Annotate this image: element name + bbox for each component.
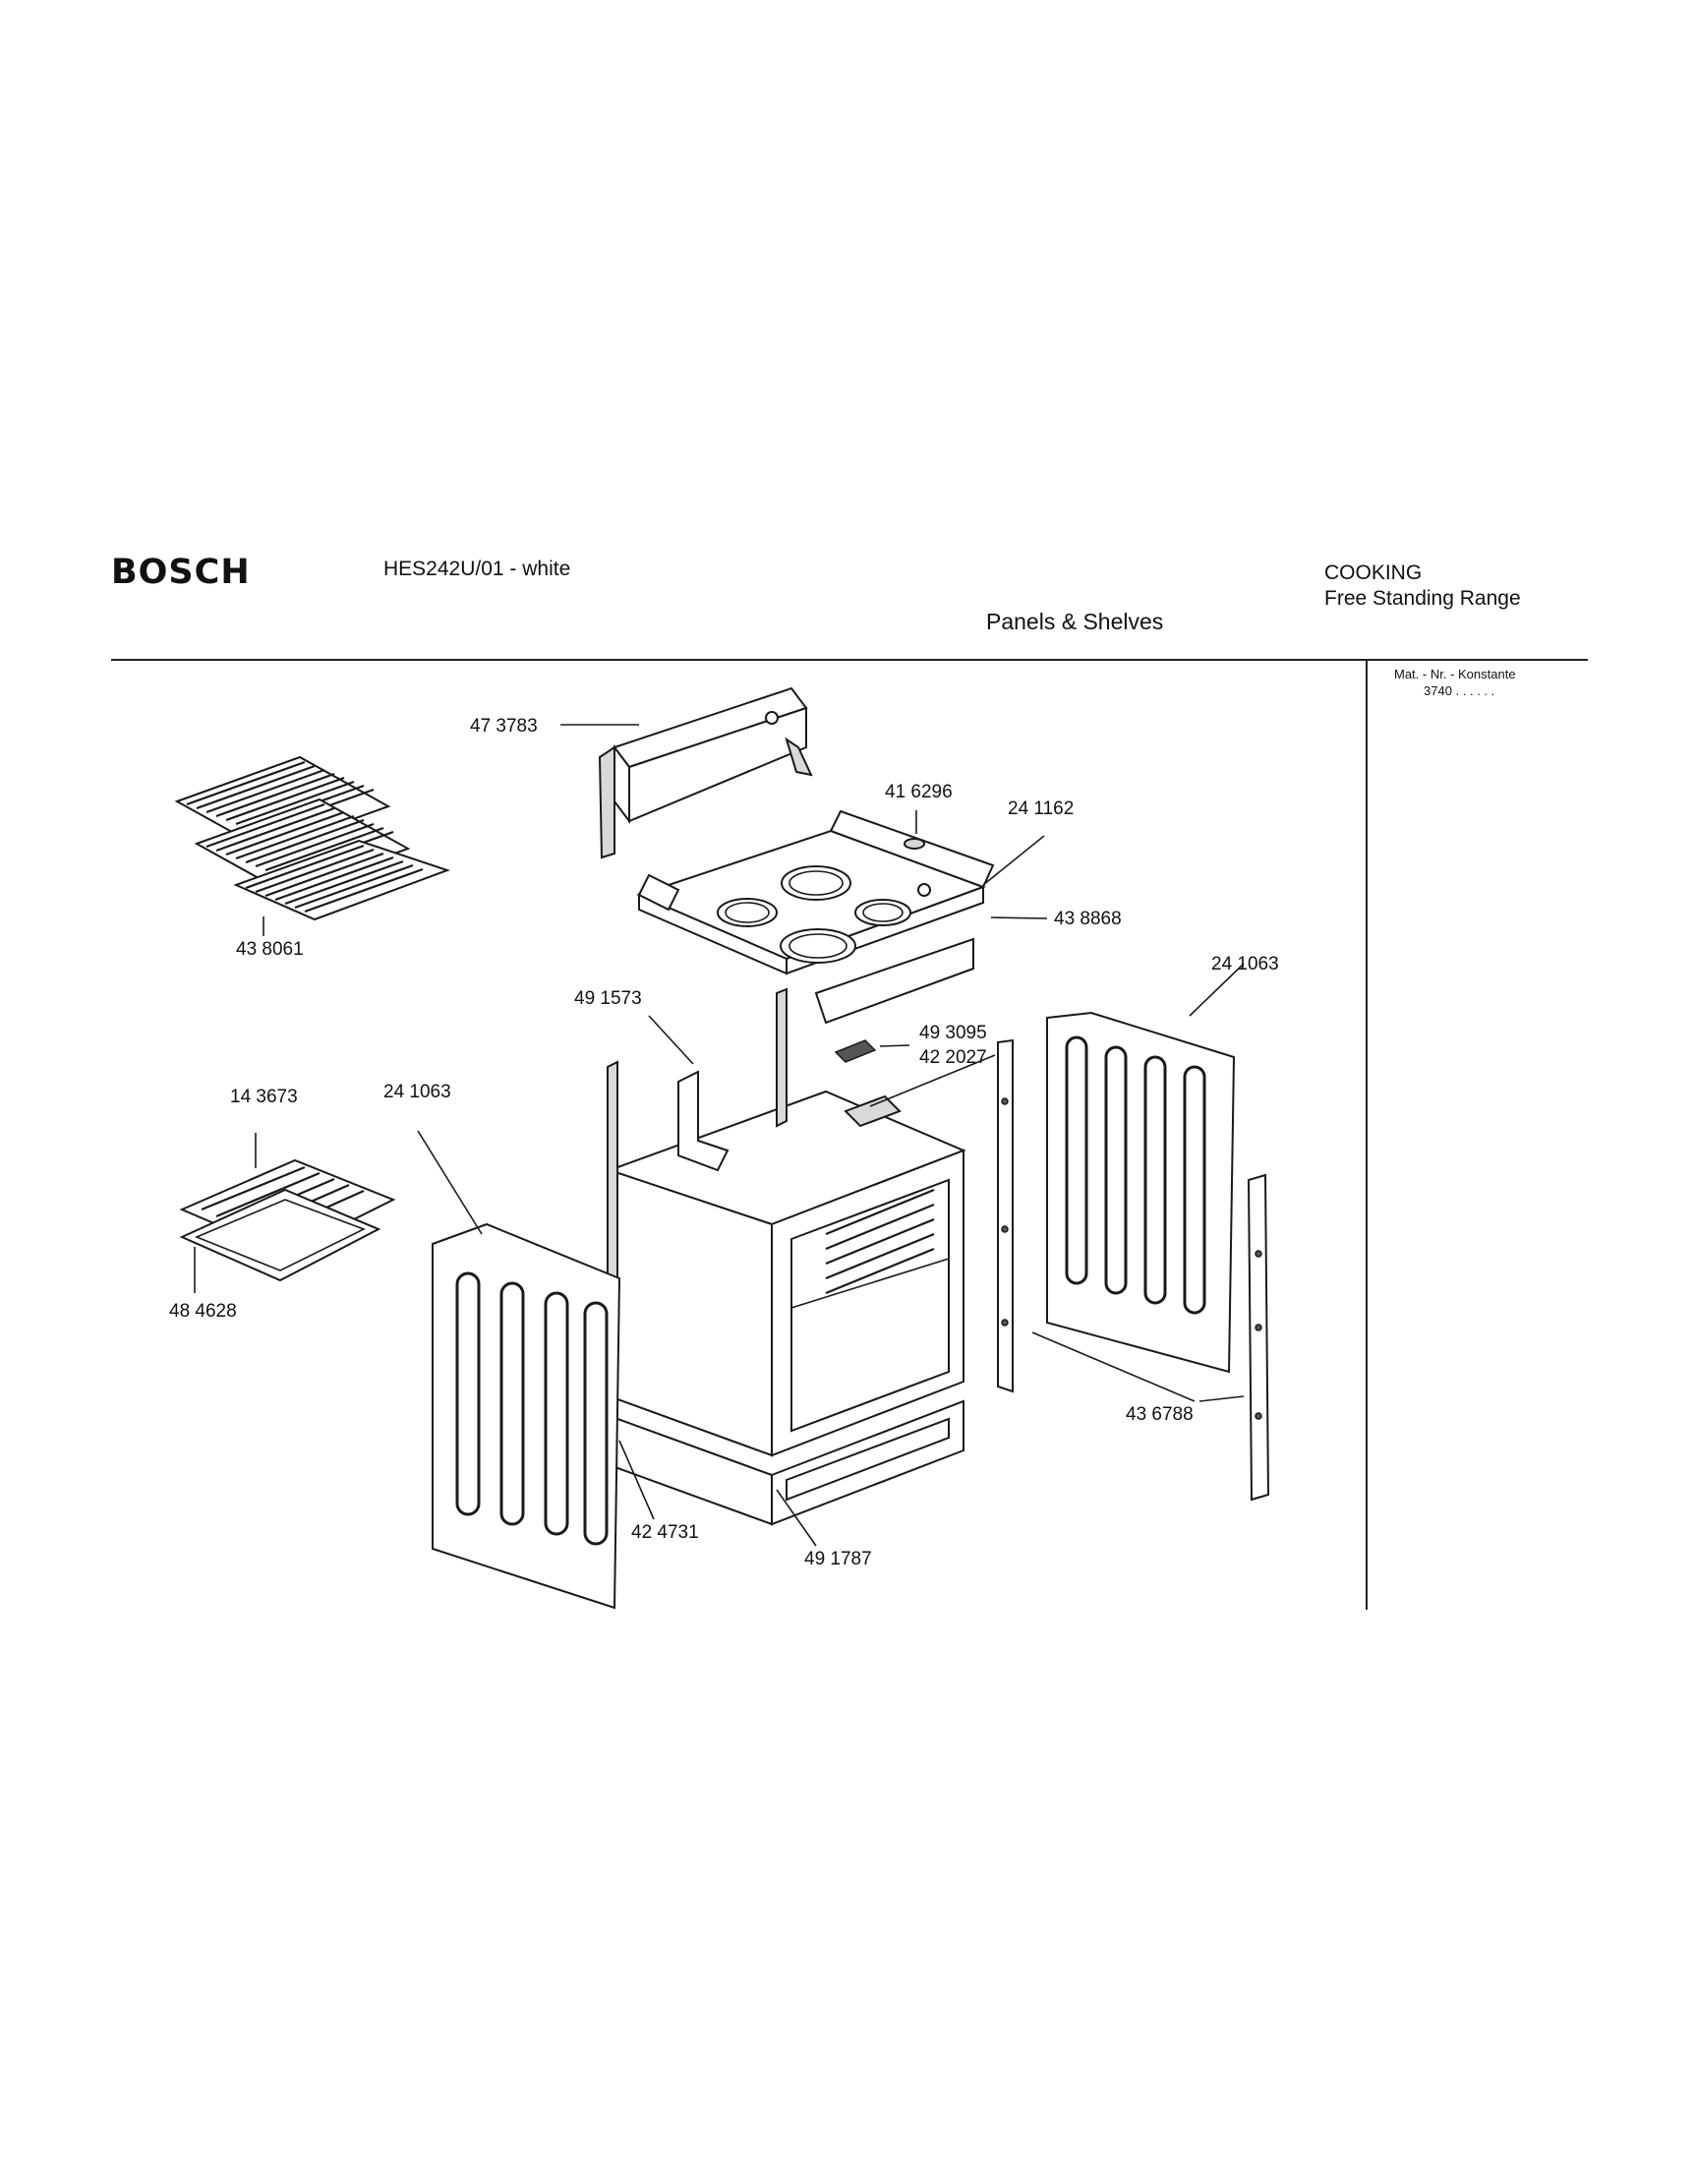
label-base-bracket: 42 4731: [631, 1522, 699, 1543]
label-cooktop-bracket: 43 8868: [1054, 909, 1122, 929]
label-oven-racks: 43 8061: [236, 939, 304, 960]
label-vent-duct: 49 1573: [574, 988, 642, 1009]
mat-nr-value: 3740 . . . . . .: [1424, 683, 1495, 698]
mat-nr-block: Mat. - Nr. - Konstante 3740 . . . . . .: [1394, 666, 1516, 699]
oven-racks-illustration: [174, 755, 451, 936]
side-column-divider: [1366, 660, 1368, 1610]
range-body-illustration: [606, 987, 996, 1547]
category-block: COOKING Free Standing Range: [1324, 561, 1521, 612]
label-side-panel-right: 24 1063: [1211, 954, 1279, 974]
category-line-1: COOKING: [1324, 561, 1423, 584]
cooktop-illustration: [636, 809, 1048, 1025]
right-side-panel-illustration: [1046, 963, 1245, 1374]
backguard-illustration: [560, 686, 813, 859]
mat-nr-label: Mat. - Nr. - Konstante: [1394, 667, 1516, 681]
label-side-panel-left: 24 1063: [383, 1082, 451, 1102]
label-knob: 41 6296: [885, 782, 953, 802]
left-side-panel-illustration: [417, 1130, 621, 1610]
label-broil-pan: 48 4628: [169, 1301, 237, 1322]
label-broil-pan-grid: 14 3673: [230, 1087, 298, 1107]
section-title: Panels & Shelves: [986, 609, 1164, 634]
label-vent-cover: 42 2027: [919, 1047, 987, 1068]
header-divider: [111, 659, 1588, 661]
label-side-strips: 43 6788: [1126, 1404, 1194, 1425]
label-drawer: 49 1787: [804, 1549, 872, 1569]
label-bracket-small: 49 3095: [919, 1023, 987, 1043]
model-number: HES242U/01 - white: [383, 558, 571, 580]
label-cooktop: 24 1162: [1008, 798, 1075, 819]
brand-logo: BOSCH: [111, 553, 251, 592]
broil-pan-illustration: [179, 1133, 396, 1293]
side-strips-illustration: [997, 1038, 1270, 1502]
label-backguard: 47 3783: [470, 716, 538, 737]
category-line-2: Free Standing Range: [1324, 587, 1521, 610]
